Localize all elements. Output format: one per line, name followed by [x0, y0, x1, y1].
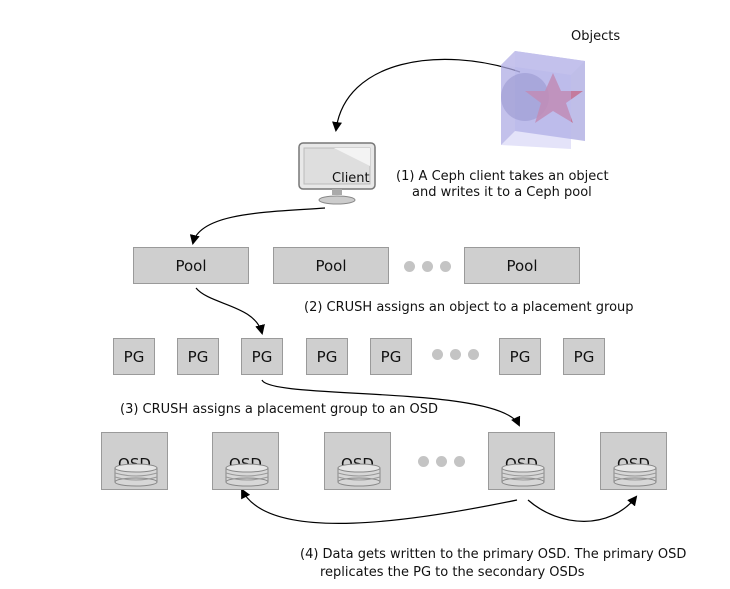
pg-box: PG — [499, 338, 541, 375]
disk-icon — [225, 463, 269, 487]
objects-label: Objects — [571, 29, 621, 44]
disk-icon — [337, 463, 381, 487]
pg-box: PG — [113, 338, 155, 375]
step1-line1: (1) A Ceph client takes an object — [396, 169, 609, 184]
arrow-primary-to-secondary-left — [241, 488, 518, 524]
osd-box: OSD — [101, 432, 168, 490]
arrow-pool-to-pg — [195, 287, 265, 335]
step4-line2: replicates the PG to the secondary OSDs — [320, 565, 585, 580]
pg-box: PG — [241, 338, 283, 375]
arrow-primary-to-secondary-right — [527, 495, 638, 522]
objects-cube-icon — [501, 51, 585, 149]
pg-box: PG — [306, 338, 348, 375]
primary-osd-box: OSD — [488, 432, 555, 490]
pg-ellipsis — [432, 349, 479, 360]
disk-icon — [114, 463, 158, 487]
pool-box: Pool — [464, 247, 580, 284]
pool-box: Pool — [273, 247, 389, 284]
arrow-pg-to-osd — [261, 379, 521, 427]
pg-box: PG — [563, 338, 605, 375]
osd-box: OSD — [600, 432, 667, 490]
osd-box: OSD — [324, 432, 391, 490]
step1-line2: and writes it to a Ceph pool — [412, 185, 592, 200]
step3-text: (3) CRUSH assigns a placement group to a… — [120, 402, 438, 417]
disk-icon — [613, 463, 657, 487]
client-label: Client — [332, 171, 370, 186]
osd-ellipsis — [418, 456, 465, 467]
client-monitor-icon — [298, 142, 376, 205]
step2-text: (2) CRUSH assigns an object to a placeme… — [304, 300, 634, 315]
osd-box: OSD — [212, 432, 279, 490]
pool-box: Pool — [133, 247, 249, 284]
arrow-object-to-client — [332, 58, 521, 132]
pg-box: PG — [370, 338, 412, 375]
pool-ellipsis — [404, 261, 451, 272]
disk-icon — [501, 463, 545, 487]
step4-line1: (4) Data gets written to the primary OSD… — [300, 547, 687, 562]
arrow-client-to-pool — [189, 207, 326, 245]
pg-box: PG — [177, 338, 219, 375]
